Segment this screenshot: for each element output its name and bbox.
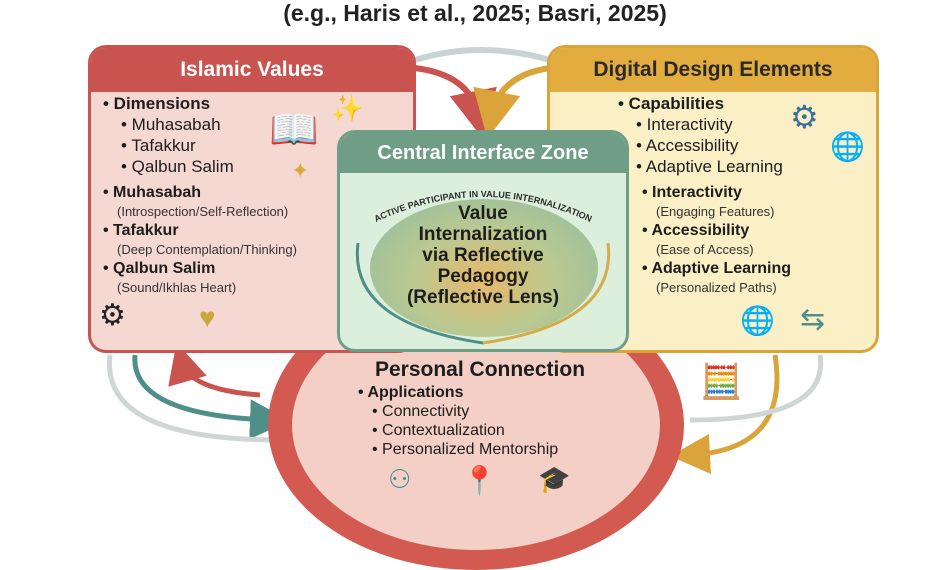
personal-connection-header: Personal Connection bbox=[374, 358, 586, 381]
capability-item: • Adaptive Learning bbox=[636, 157, 783, 176]
islamic-values-header: Islamic Values bbox=[91, 48, 413, 92]
left-red-arrow bbox=[168, 342, 261, 398]
location-pin-icon: 📍 bbox=[462, 465, 497, 496]
applications-heading: • Applications bbox=[358, 384, 464, 401]
lens-line: Internalization bbox=[418, 224, 548, 245]
tafakkur-heading: • Tafakkur bbox=[103, 222, 179, 239]
lens-line: via Reflective bbox=[422, 245, 544, 266]
lens-line: (Reflective Lens) bbox=[406, 287, 560, 308]
stars-wand-icon: ✨ bbox=[331, 93, 364, 123]
application-item: • Personalized Mentorship bbox=[372, 441, 559, 458]
muhasabah-heading: • Muhasabah bbox=[103, 184, 202, 201]
qalbun-salim-desc: (Sound/Ikhlas Heart) bbox=[117, 280, 237, 295]
digital-design-header: Digital Design Elements bbox=[550, 48, 876, 92]
lens-line: Pedagogy bbox=[437, 266, 529, 287]
dimension-item: • Qalbun Salim bbox=[121, 157, 234, 176]
muhasabah-desc: (Introspection/Self-Reflection) bbox=[117, 204, 289, 219]
application-item: • Connectivity bbox=[372, 403, 470, 420]
quran-book-icon: 📖 bbox=[269, 108, 319, 152]
accessibility-desc: (Ease of Access) bbox=[656, 242, 754, 257]
capabilities-heading: • Capabilities bbox=[618, 94, 725, 113]
reflective-lens bbox=[370, 199, 598, 337]
capability-item: • Accessibility bbox=[636, 136, 739, 155]
abacus-icon: 🧮 bbox=[700, 363, 743, 401]
heart-icon: ♥ bbox=[199, 302, 216, 333]
diagram-title: (e.g., Haris et al., 2025; Basri, 2025) bbox=[283, 0, 667, 26]
dimensions-heading: • Dimensions bbox=[103, 94, 211, 113]
value-internalization-text: Value Internalization via Reflective Ped… bbox=[340, 203, 626, 308]
globe-network-icon: 🌐 bbox=[830, 131, 865, 162]
globe-network-icon: 🌐 bbox=[740, 305, 775, 336]
qalbun-salim-heading: • Qalbun Salim bbox=[103, 260, 216, 277]
head-gear-icon: ⚙ bbox=[99, 299, 126, 332]
capability-item: • Interactivity bbox=[636, 115, 733, 134]
interactivity-heading: • Interactivity bbox=[642, 184, 742, 201]
adaptive-learning-heading: • Adaptive Learning bbox=[642, 260, 792, 277]
central-zone-header: Central Interface Zone bbox=[340, 133, 626, 173]
personal-connection: Personal Connection • Applications • Con… bbox=[300, 358, 660, 496]
central-interface-zone: Central Interface Zone ACTIVE PARTICIPAN… bbox=[337, 130, 629, 352]
interactivity-desc: (Engaging Features) bbox=[656, 204, 775, 219]
application-item: • Contextualization bbox=[372, 422, 505, 439]
islamic-to-center-arrow bbox=[414, 65, 497, 139]
dimension-item: • Tafakkur bbox=[121, 136, 196, 155]
right-yellow-arrow bbox=[670, 354, 780, 474]
dimension-item: • Muhasabah bbox=[121, 115, 221, 134]
graduation-cap-icon: 🎓 bbox=[538, 464, 571, 494]
tafakkur-desc: (Deep Contemplation/Thinking) bbox=[117, 242, 297, 257]
top-arc bbox=[414, 47, 551, 63]
people-network-icon: ⚇ bbox=[388, 464, 412, 494]
branching-arrows-icon: ⇆ bbox=[800, 303, 826, 336]
connector-arrows bbox=[106, 47, 824, 474]
accessibility-heading: • Accessibility bbox=[642, 222, 750, 239]
adaptive-learning-desc: (Personalized Paths) bbox=[656, 280, 777, 295]
stars-icon: ✦ bbox=[291, 158, 310, 183]
arc-label: ACTIVE PARTICIPANT IN VALUE INTERNALIZAT… bbox=[373, 189, 594, 224]
browser-gear-icon: ⚙ bbox=[790, 99, 819, 135]
lens-line: Value bbox=[458, 203, 508, 224]
digital-to-center-arrow bbox=[473, 65, 551, 139]
cycle-arrows bbox=[355, 242, 611, 345]
left-teal-arrow bbox=[132, 354, 290, 440]
